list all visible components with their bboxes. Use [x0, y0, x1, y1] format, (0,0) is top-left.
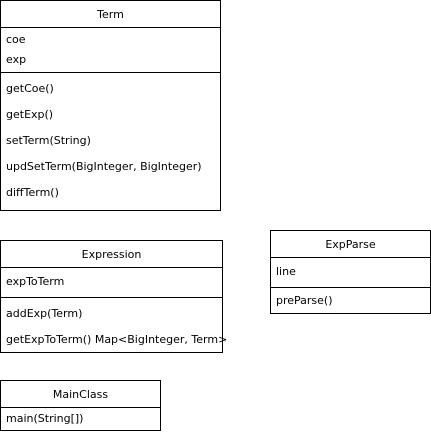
method: diffTerm()	[6, 186, 59, 199]
class-name: Term	[1, 1, 220, 28]
attribute: line	[276, 265, 296, 278]
method: setTerm(String)	[6, 134, 91, 147]
attribute: coe	[6, 33, 26, 46]
method: getExpToTerm() Map<BigInteger, Term>	[6, 333, 228, 346]
attribute: exp	[6, 53, 27, 66]
class-name: Expression	[1, 241, 222, 268]
class-name: MainClass	[1, 381, 160, 408]
class-name: ExpParse	[271, 231, 430, 258]
attributes-section: line	[271, 258, 430, 288]
method: getCoe()	[6, 82, 54, 95]
class-term[interactable]: Term coe exp getCoe() getExp() setTerm(S…	[0, 0, 221, 211]
attributes-section: expToTerm	[1, 268, 222, 298]
attribute: expToTerm	[6, 275, 65, 288]
methods-section: addExp(Term) getExpToTerm() Map<BigInteg…	[1, 298, 227, 352]
class-expression[interactable]: Expression expToTerm addExp(Term) getExp…	[0, 240, 227, 353]
class-expparse[interactable]: ExpParse line preParse()	[270, 230, 431, 314]
method: getExp()	[6, 108, 54, 121]
method: addExp(Term)	[6, 307, 83, 320]
attributes-section: coe exp	[1, 28, 220, 73]
methods-section: getCoe() getExp() setTerm(String) updSet…	[1, 73, 220, 210]
method: preParse()	[276, 294, 333, 307]
methods-section: preParse()	[271, 288, 430, 313]
methods-section: main(String[])	[1, 408, 160, 430]
method: updSetTerm(BigInteger, BigInteger)	[6, 160, 202, 173]
method: main(String[])	[6, 412, 84, 425]
class-mainclass[interactable]: MainClass main(String[])	[0, 380, 161, 431]
